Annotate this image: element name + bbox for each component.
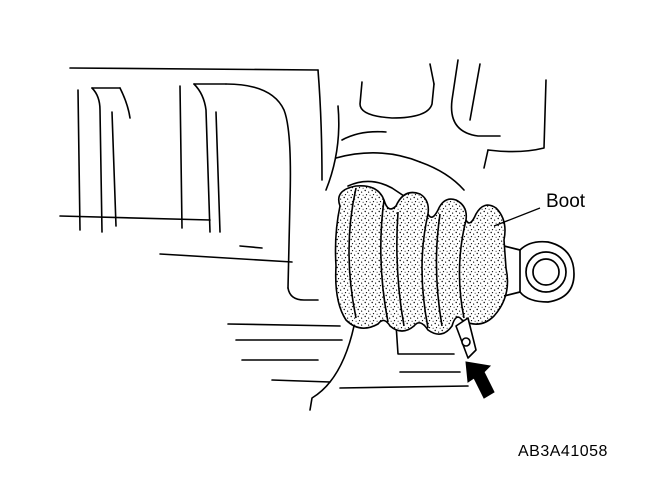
boot-callout-label: Boot (546, 191, 586, 212)
bracket-tab (455, 317, 477, 359)
housing-outline (59, 59, 547, 411)
boot-bellows (334, 184, 509, 335)
boot-leader-line (493, 207, 541, 227)
clevis-end (503, 240, 575, 303)
indicator-arrow-icon (465, 361, 495, 399)
figure-code: AB3A41058 (518, 443, 608, 460)
